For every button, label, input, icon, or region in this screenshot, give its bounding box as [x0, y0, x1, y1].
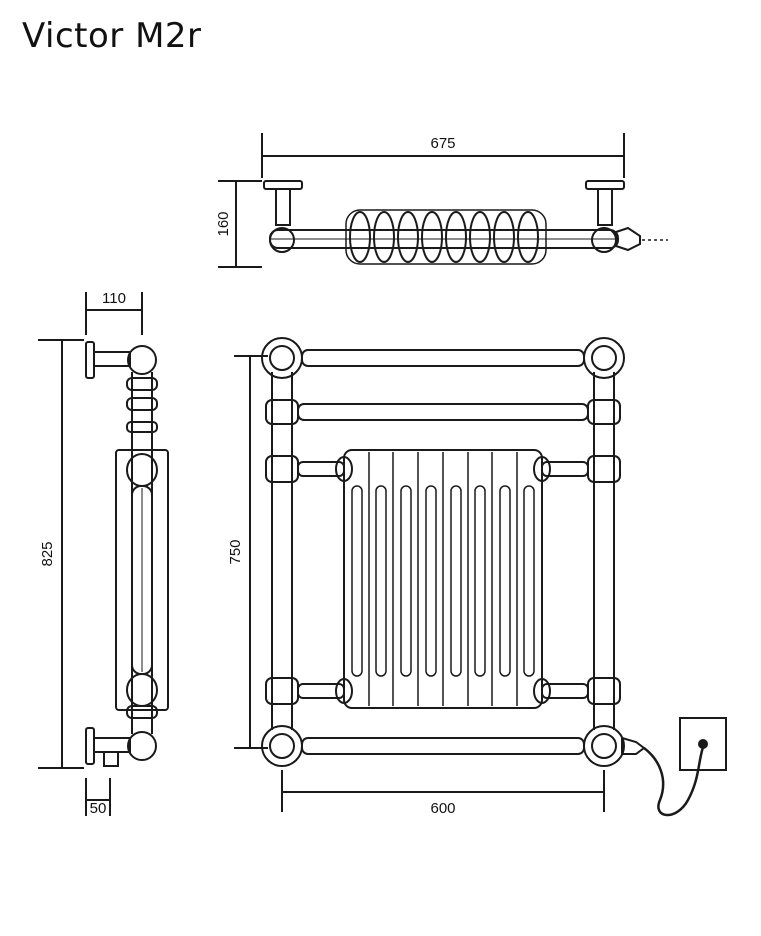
dim-label-825: 825 — [39, 541, 56, 566]
dimension-side-bottom: 50 — [85, 778, 111, 817]
page-title: Victor M2r — [22, 16, 202, 56]
wall-socket-icon — [679, 717, 727, 771]
top-view-columns — [345, 209, 547, 265]
dimension-side-height: 825 — [38, 339, 84, 769]
front-corner-joints — [261, 337, 625, 767]
side-view: 110 825 50 — [38, 290, 169, 817]
dim-label-110: 110 — [102, 290, 126, 307]
dim-label-160: 160 — [215, 211, 232, 236]
dimension-side-depth: 110 — [85, 290, 143, 335]
dimension-top-width: 675 — [261, 133, 625, 178]
front-vertical-posts — [265, 372, 621, 730]
dim-label-675: 675 — [430, 135, 455, 152]
dimension-front-width: 600 — [281, 770, 605, 817]
electric-cable-icon — [621, 736, 706, 817]
dimension-top-depth: 160 — [215, 180, 262, 268]
top-view: 675 160 — [215, 133, 668, 268]
dim-label-600: 600 — [430, 800, 455, 817]
dimension-front-height: 750 — [227, 355, 268, 749]
front-view: 750 600 — [227, 337, 727, 817]
dim-label-750: 750 — [227, 539, 244, 564]
front-column-radiator — [335, 449, 551, 709]
dim-label-50: 50 — [90, 800, 107, 817]
